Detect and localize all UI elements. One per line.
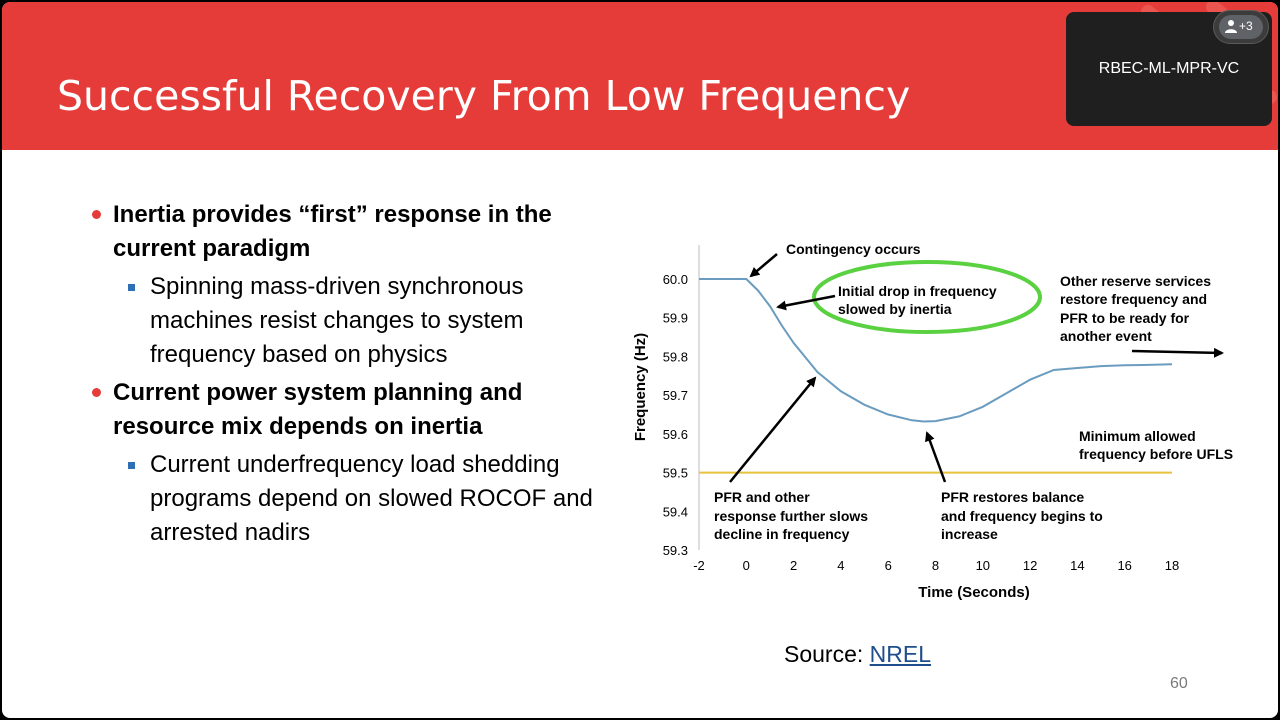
pfr-slow-annotation-line: PFR and other — [714, 489, 810, 505]
x-tick-label: 6 — [885, 558, 892, 573]
bullet-item: Inertia provides “first” response in the… — [90, 198, 620, 266]
participants-count-pill: +3 — [1219, 15, 1263, 39]
pfr-slow-annotation-line: response further slows — [714, 508, 868, 524]
annotation-arrows — [729, 253, 1224, 483]
bullet-text: Inertia provides “first” response in the… — [113, 201, 552, 262]
frequency-chart-svg: 60.0 59.9 59.8 59.7 59.6 59.5 59.4 59.3 -2 0 2 4 6 8… — [632, 241, 1233, 601]
pfr-slow-annotation-line: decline in frequency — [714, 526, 850, 542]
sub-bullet-item: Current underfrequency load shedding pro… — [90, 448, 620, 550]
bullet-dot-icon — [92, 388, 101, 397]
x-tick-label: 0 — [743, 558, 750, 573]
source-label: Source: — [784, 641, 864, 667]
square-bullet-icon — [128, 462, 135, 469]
chart-annotations: Contingency occurs Initial drop in frequ… — [714, 241, 1233, 542]
x-tick-label: -2 — [693, 558, 705, 573]
contingency-annotation: Contingency occurs — [786, 241, 921, 257]
inertia-annotation-line: Initial drop in frequency — [838, 283, 997, 299]
x-axis-label: Time (Seconds) — [918, 584, 1029, 601]
reserve-annotation-line: restore frequency and — [1060, 291, 1207, 307]
reserve-arrow — [1131, 347, 1224, 358]
y-tick-label: 59.6 — [663, 427, 688, 442]
y-tick-label: 59.8 — [663, 349, 688, 364]
bullet-text: Current power system planning and resour… — [113, 379, 523, 440]
x-tick-label: 18 — [1165, 558, 1179, 573]
x-tick-label: 16 — [1117, 558, 1131, 573]
y-tick-labels: 60.0 59.9 59.8 59.7 59.6 59.5 59.4 59.3 — [663, 272, 688, 558]
reserve-annotation-line: PFR to be ready for — [1060, 310, 1190, 326]
inertia-arrow — [776, 294, 836, 311]
x-tick-labels: -2 0 2 4 6 8 10 12 14 16 18 — [693, 558, 1179, 573]
person-icon — [1225, 20, 1237, 33]
title-band: Successful Recovery From Low Frequency — [2, 2, 1278, 150]
slide-title: Successful Recovery From Low Frequency — [57, 72, 911, 120]
x-tick-label: 2 — [790, 558, 797, 573]
participant-tile[interactable]: RBEC-ML-MPR-VC — [1066, 12, 1272, 126]
pfr-restore-arrow — [925, 431, 947, 483]
x-tick-label: 12 — [1023, 558, 1037, 573]
minimum-annotation-line: Minimum allowed — [1079, 428, 1196, 444]
participants-extra-count: +3 — [1239, 19, 1253, 33]
pfr-restore-annotation-line: increase — [941, 526, 998, 542]
minimum-annotation-line: frequency before UFLS — [1079, 446, 1233, 462]
participant-name: RBEC-ML-MPR-VC — [1098, 60, 1240, 77]
frequency-curve — [699, 278, 1173, 423]
inertia-highlight-ellipse — [812, 260, 1042, 334]
x-tick-label: 8 — [932, 558, 939, 573]
sub-bullet-text: Spinning mass-driven synchronous machine… — [150, 273, 524, 368]
source-line: Source: NREL — [784, 641, 931, 668]
y-tick-label: 59.5 — [663, 466, 688, 481]
y-tick-label: 59.7 — [663, 388, 688, 403]
inertia-annotation-line: slowed by inertia — [838, 301, 952, 317]
x-tick-label: 10 — [976, 558, 990, 573]
contingency-arrow — [749, 253, 778, 278]
bullet-list: Inertia provides “first” response in the… — [90, 198, 620, 554]
reserve-annotation-line: another event — [1060, 328, 1152, 344]
y-tick-label: 60.0 — [663, 272, 688, 287]
y-axis-label: Frequency (Hz) — [632, 333, 649, 441]
bullet-item: Current power system planning and resour… — [90, 376, 620, 444]
page-number: 60 — [1170, 675, 1188, 692]
y-tick-label: 59.9 — [663, 311, 688, 326]
y-tick-label: 59.4 — [663, 504, 688, 519]
square-bullet-icon — [128, 284, 135, 291]
participants-count-button[interactable]: +3 — [1213, 10, 1269, 44]
bullet-dot-icon — [92, 210, 101, 219]
x-tick-label: 14 — [1070, 558, 1084, 573]
sub-bullet-text: Current underfrequency load shedding pro… — [150, 451, 593, 546]
frequency-chart: 60.0 59.9 59.8 59.7 59.6 59.5 59.4 59.3 -2 0 2 4 6 8… — [627, 237, 1267, 607]
sub-bullet-item: Spinning mass-driven synchronous machine… — [90, 270, 620, 372]
x-tick-label: 4 — [837, 558, 844, 573]
pfr-restore-annotation-line: PFR restores balance — [941, 489, 1084, 505]
nrel-source-link[interactable]: NREL — [869, 641, 932, 667]
y-tick-label: 59.3 — [663, 543, 688, 558]
reserve-annotation-line: Other reserve services — [1060, 273, 1211, 289]
pfr-restore-annotation-line: and frequency begins to — [941, 508, 1103, 524]
pfr-slow-arrow — [729, 376, 817, 483]
